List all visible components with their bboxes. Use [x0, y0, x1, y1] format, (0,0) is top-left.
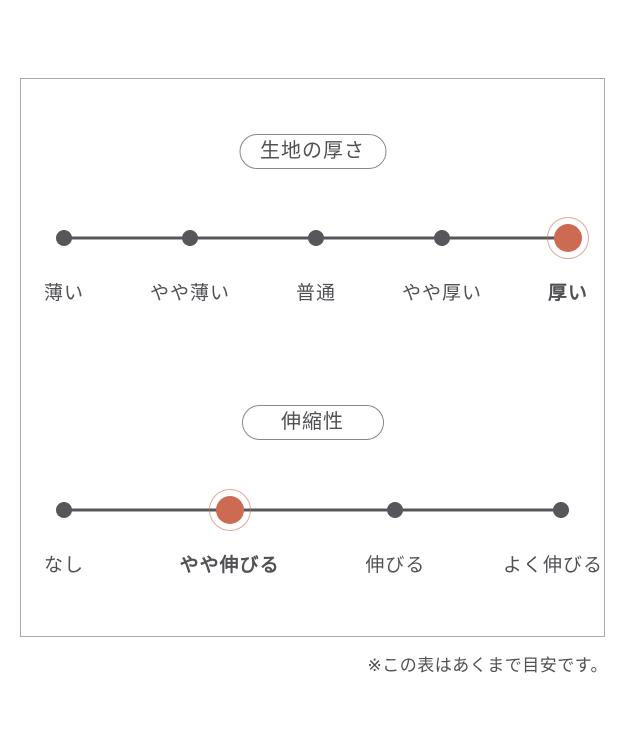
stretch-title: 伸縮性 [281, 411, 344, 433]
scale-line [64, 508, 561, 512]
selected-scale-dot [547, 217, 589, 259]
scale-dot [308, 230, 324, 246]
scale-labels: なし やや伸びる 伸びる よく伸びる [44, 550, 602, 576]
scale-dot [434, 230, 450, 246]
selected-scale-dot [208, 489, 251, 531]
scale-label: やや薄い [149, 283, 231, 304]
scale-label: よく伸びる [502, 555, 603, 576]
scale-label: なし [43, 555, 85, 576]
scale-dot [56, 230, 72, 246]
scale-label: 薄い [43, 283, 85, 304]
scale-dot [56, 502, 72, 518]
selected-scale-label: 厚い [547, 283, 589, 304]
chart-frame: 生地の厚さ 薄い やや薄い 普通 やや厚い 厚い 伸縮性 なし やや伸びる 伸びる よく伸びる [20, 78, 605, 637]
scale-label: 伸びる [365, 555, 426, 576]
thickness-title: 生地の厚さ [260, 140, 365, 162]
scale-label: 普通 [295, 283, 337, 304]
thickness-scale: 薄い やや薄い 普通 やや厚い 厚い [44, 216, 589, 304]
stretch-scale: なし やや伸びる 伸びる よく伸びる [44, 488, 602, 576]
selected-scale-label: やや伸びる [179, 555, 280, 576]
scale-dot [182, 230, 198, 246]
stretch-title-pill: 伸縮性 [241, 405, 384, 440]
scale-dot [553, 502, 569, 518]
footnote: ※この表はあくまで目安です。 [367, 656, 608, 675]
scale-label: やや厚い [401, 283, 483, 304]
scale-dot [387, 502, 404, 518]
thickness-title-pill: 生地の厚さ [239, 134, 386, 169]
scale-labels: 薄い やや薄い 普通 やや厚い 厚い [44, 278, 587, 304]
